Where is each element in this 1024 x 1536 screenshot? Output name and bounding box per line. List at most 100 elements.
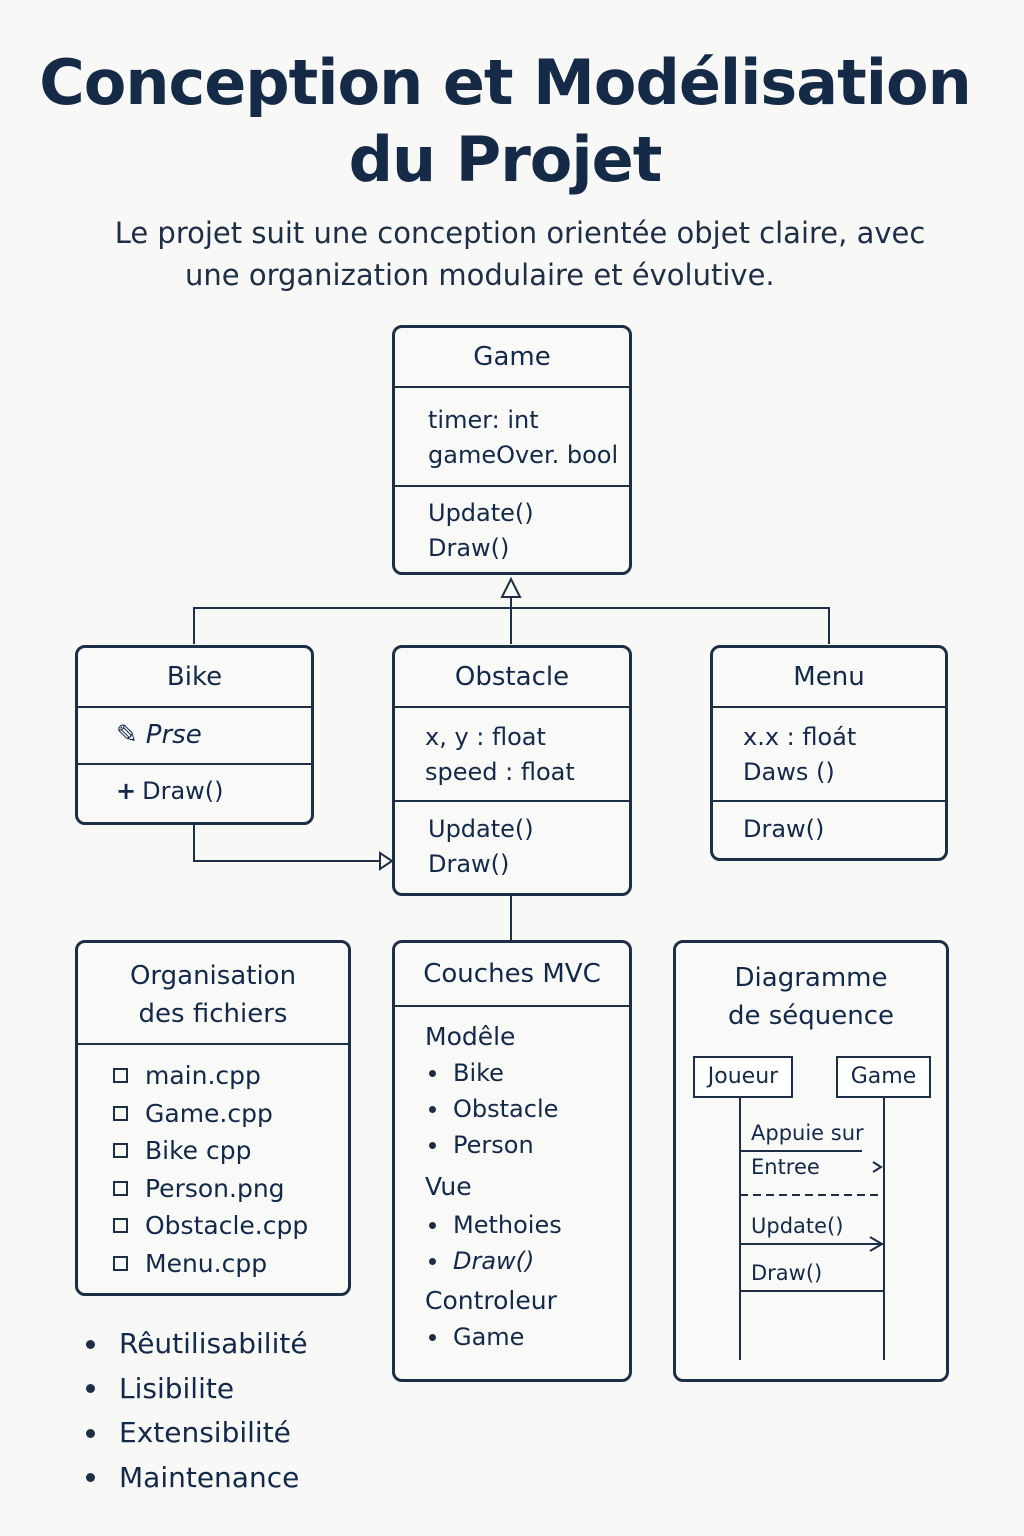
bike-attributes: ✎Prse [78, 708, 311, 765]
file-item: Menu.cpp [113, 1245, 348, 1283]
page-title-line-1: Conception et Modélisation [39, 46, 972, 119]
sequence-message: Entree [751, 1155, 820, 1179]
benefit-text: Rêutilisabilité [119, 1327, 308, 1360]
message-arrowhead [872, 1161, 883, 1173]
bullet-icon [429, 1105, 436, 1113]
file-name: Game.cpp [145, 1098, 273, 1128]
bike-attribute: Prse [145, 720, 202, 750]
game-attributes: timer: int gameOver. bool [395, 388, 629, 487]
menu-attribute: x.x : floát [743, 723, 857, 751]
benefit-text: Lisibilite [119, 1371, 235, 1405]
menu-class-name: Menu [713, 648, 945, 708]
file-item: Obstacle.cpp [113, 1207, 348, 1245]
bullet-icon [86, 1473, 95, 1483]
benefit-item: Rêutilisabilité [82, 1322, 308, 1367]
obstacle-attribute: x, y : float [425, 723, 546, 751]
mvc-controller-item: Game [425, 1319, 629, 1355]
bullet-icon [86, 1339, 95, 1349]
menu-attributes: x.x : floát Daws () [713, 708, 945, 802]
mvc-item-text: Bike [453, 1059, 504, 1087]
obstacle-class-box: Obstacle x, y : float speed : float Upda… [392, 645, 632, 896]
benefits-list: Rêutilisabilité Lisibilite Extensibilité… [82, 1322, 308, 1500]
file-item: Person.png [113, 1170, 348, 1208]
mvc-model-label: Modêle [425, 1022, 516, 1051]
obstacle-attributes: x, y : float speed : float [395, 708, 629, 802]
game-class-name: Game [395, 328, 629, 388]
page-title: Conception et Modélisation du Projet [0, 44, 1010, 198]
benefit-item: Maintenance [82, 1456, 308, 1501]
inheritance-connector [193, 597, 830, 644]
sequence-diagram-box: Diagramme de séquence [673, 940, 949, 1382]
file-icon [113, 1068, 128, 1084]
association-arrowhead [379, 851, 394, 871]
page-subtitle: Le projet suit une conception orientée o… [60, 212, 980, 296]
bike-obstacle-connector [193, 825, 380, 862]
game-attribute: gameOver. bool [428, 441, 619, 469]
file-name: Person.png [145, 1173, 285, 1203]
benefit-text: Maintenance [119, 1460, 300, 1494]
bullet-icon [86, 1428, 95, 1438]
file-item: main.cpp [113, 1057, 348, 1095]
file-item: Bike cpp [113, 1132, 348, 1170]
file-icon [113, 1218, 128, 1234]
subtitle-line-2: une organization modulaire et évolutive. [185, 258, 775, 292]
bullet-icon [86, 1384, 95, 1394]
bike-method: Draw() [142, 777, 224, 805]
bike-class-box: Bike ✎Prse +Draw() [75, 645, 314, 825]
mvc-title: Couches MVC [395, 943, 629, 1007]
page-title-line-2: du Projet [348, 123, 663, 196]
game-attribute: timer: int [428, 406, 539, 434]
mvc-item-text: Methoies [453, 1211, 562, 1239]
mvc-content: Modêle Bike Obstacle Person Vue Methoies… [395, 1007, 629, 1355]
game-method: Update() [428, 499, 534, 527]
sequence-message: Draw() [751, 1261, 823, 1285]
mvc-model-item: Person [425, 1127, 629, 1163]
menu-method: Draw() [743, 815, 825, 843]
message-arrowhead [869, 1236, 884, 1252]
bullet-icon [429, 1221, 436, 1229]
inheritance-arrowhead [500, 576, 522, 598]
mvc-item-text: Person [453, 1131, 534, 1159]
mvc-item-text: Game [453, 1323, 525, 1351]
file-name: Obstacle.cpp [145, 1211, 309, 1240]
game-method: Draw() [428, 534, 510, 562]
game-methods: Update() Draw() [395, 487, 629, 566]
obstacle-class-name: Obstacle [395, 648, 629, 708]
bullet-icon [429, 1069, 436, 1077]
game-class-box: Game timer: int gameOver. bool Update() … [392, 325, 632, 575]
file-icon [113, 1105, 128, 1121]
mvc-controller-label: Controleur [425, 1286, 557, 1315]
obstacle-attribute: speed : float [425, 758, 575, 786]
bullet-icon [429, 1257, 436, 1265]
file-organisation-title-line-2: des fichiers [138, 999, 288, 1029]
file-icon [113, 1180, 128, 1196]
file-list: main.cpp Game.cpp Bike cpp Person.png Ob… [78, 1045, 348, 1282]
sequence-title: Diagramme de séquence [676, 943, 946, 1035]
subtitle-line-1: Le projet suit une conception orientée o… [114, 216, 926, 250]
public-marker: + [116, 777, 137, 805]
mvc-view-item: Methoies [425, 1207, 629, 1243]
sequence-message: Update() [751, 1214, 844, 1238]
menu-methods: Draw() [713, 802, 945, 847]
mvc-layers-box: Couches MVC Modêle Bike Obstacle Person … [392, 940, 632, 1382]
file-icon [113, 1255, 128, 1271]
file-name: main.cpp [145, 1061, 261, 1090]
bike-methods: +Draw() [78, 765, 311, 809]
file-name: Menu.cpp [145, 1248, 268, 1278]
obstacle-methods: Update() Draw() [395, 802, 629, 882]
file-name: Bike cpp [145, 1136, 252, 1165]
file-organisation-box: Organisation des fichiers main.cpp Game.… [75, 940, 351, 1296]
actor-game: Game [836, 1056, 931, 1098]
bullet-icon [429, 1141, 436, 1149]
mvc-view-label: Vue [425, 1172, 472, 1201]
file-item: Game.cpp [113, 1095, 348, 1133]
sequence-title-line-2: de séquence [727, 1001, 895, 1031]
mvc-item-text: Obstacle [453, 1095, 559, 1123]
pencil-icon: ✎ [116, 720, 138, 750]
benefit-item: Lisibilite [82, 1367, 308, 1412]
benefit-text: Extensibilité [119, 1416, 291, 1449]
bike-class-name: Bike [78, 648, 311, 708]
sequence-message: Appuie sur [751, 1121, 864, 1145]
